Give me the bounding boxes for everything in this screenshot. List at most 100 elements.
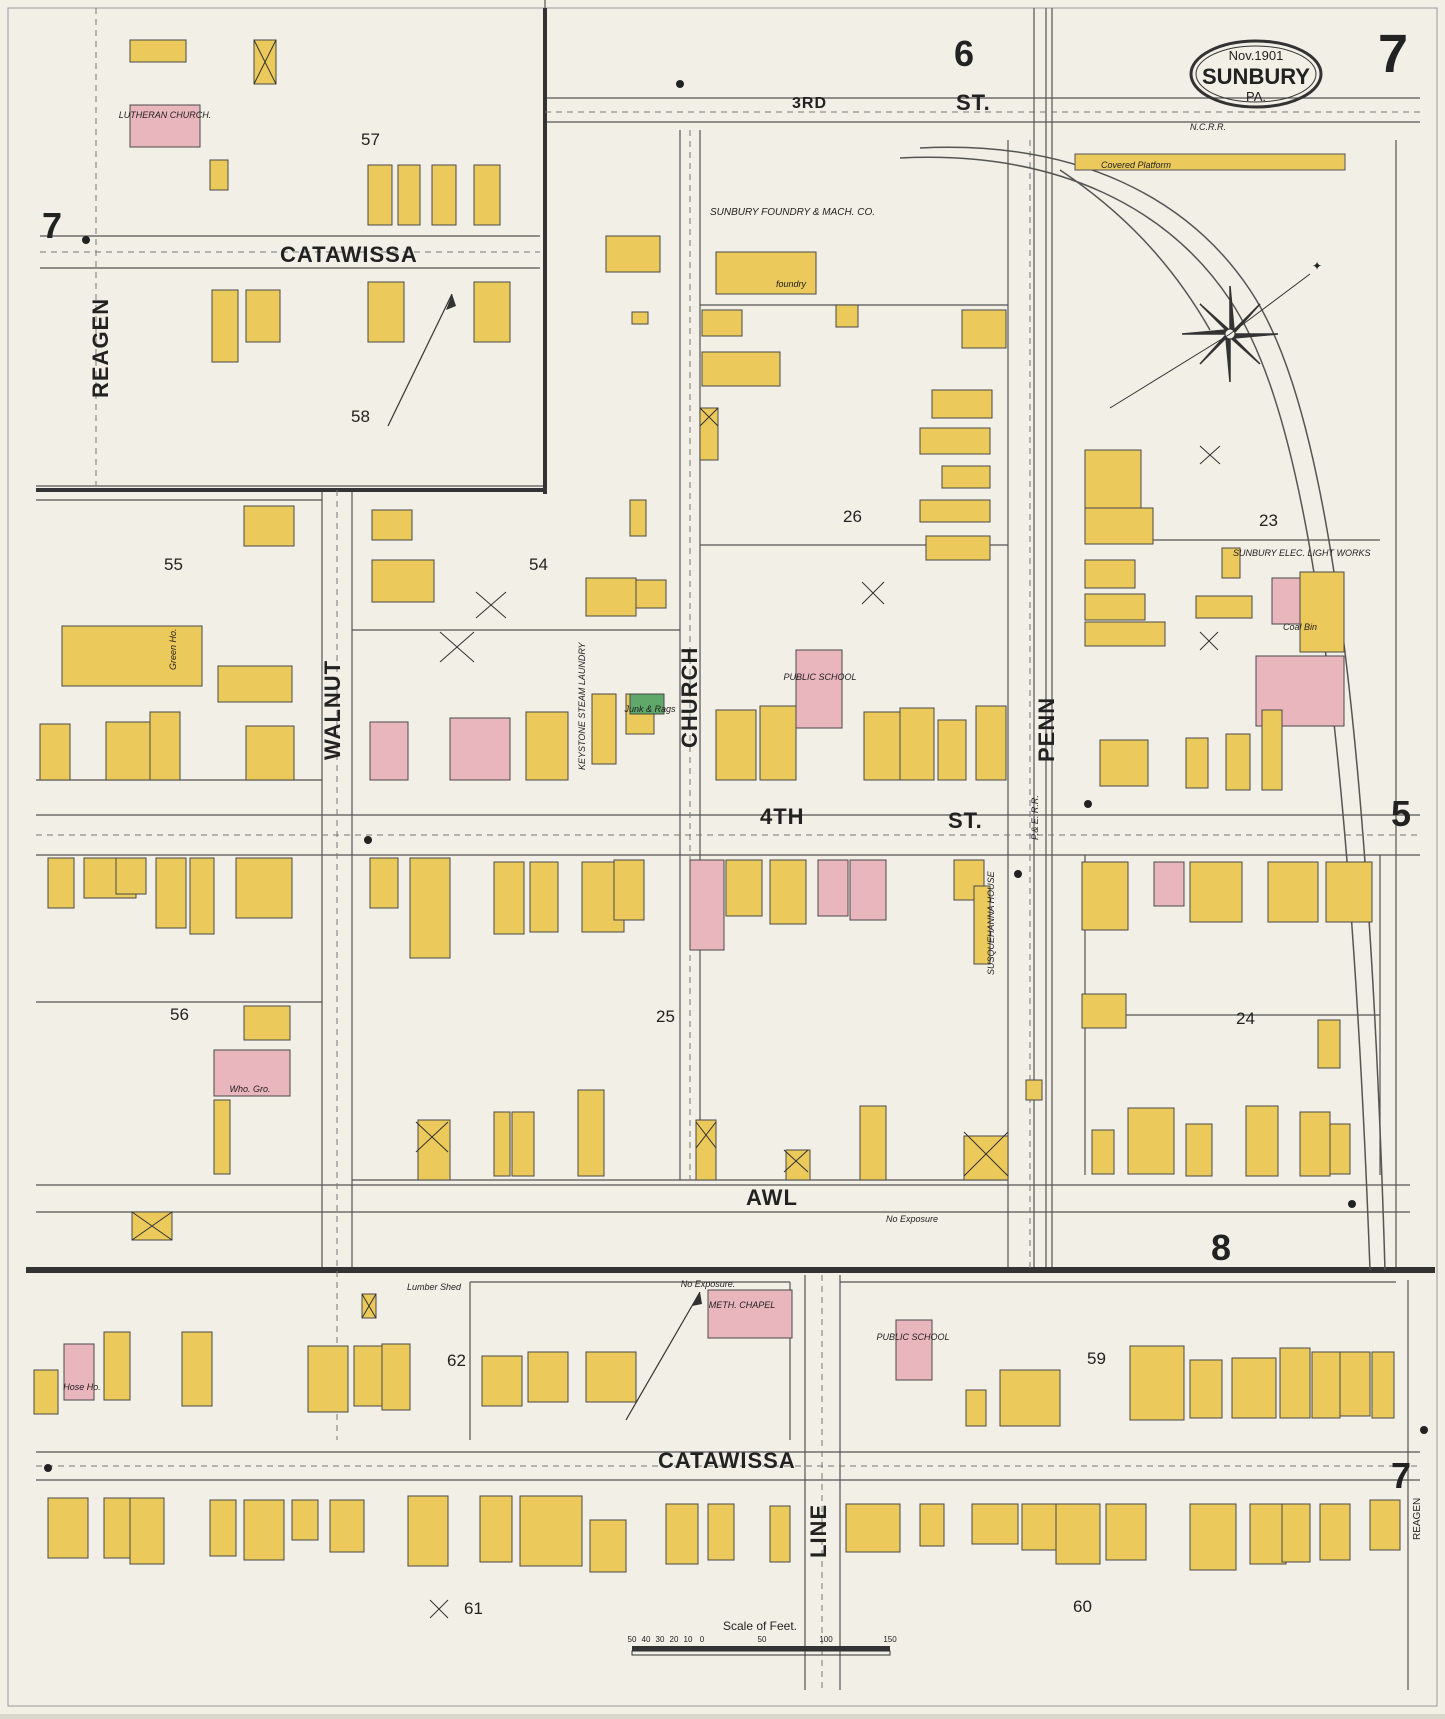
building-footprint bbox=[397, 164, 421, 226]
building-footprint bbox=[1325, 861, 1373, 923]
building-footprint bbox=[931, 389, 993, 419]
label-no-exposure: No Exposure bbox=[886, 1214, 938, 1224]
building-footprint bbox=[1025, 1079, 1043, 1101]
building-footprint bbox=[1099, 739, 1149, 787]
shed-x-mark bbox=[475, 591, 507, 619]
building-footprint bbox=[925, 535, 991, 561]
block-number: 24 bbox=[1236, 1009, 1255, 1028]
building-footprint bbox=[63, 1343, 95, 1401]
title-cartouche: Nov.1901 SUNBURY PA. bbox=[1189, 39, 1323, 109]
building-footprint bbox=[715, 709, 757, 781]
building-footprint bbox=[999, 1369, 1061, 1427]
building-footprint bbox=[1245, 1105, 1279, 1177]
shed-x-mark bbox=[1199, 631, 1219, 651]
street-label-reagen-small: REAGEN bbox=[1412, 1498, 1423, 1540]
building-footprint bbox=[243, 1005, 291, 1041]
building-footprint bbox=[431, 164, 457, 226]
building-footprint bbox=[371, 509, 413, 541]
building-footprint bbox=[329, 1499, 365, 1553]
building-footprint bbox=[479, 1495, 513, 1563]
building-footprint bbox=[1084, 449, 1142, 511]
label-lumber-shed: Lumber Shed bbox=[407, 1282, 462, 1292]
street-label-reagen: REAGEN bbox=[88, 298, 113, 398]
scale-tick-label: 50 bbox=[758, 1635, 767, 1644]
block-number: 62 bbox=[447, 1351, 466, 1370]
building-footprint bbox=[115, 857, 147, 895]
building-footprint bbox=[1281, 1503, 1311, 1563]
building-footprint bbox=[769, 859, 807, 925]
building-footprint bbox=[511, 1111, 535, 1177]
label-steam-laundry: KEYSTONE STEAM LAUNDRY bbox=[577, 641, 587, 770]
street-label-4th-st: ST. bbox=[948, 808, 983, 833]
street-label-3rd-st: ST. bbox=[956, 90, 991, 115]
building-footprint bbox=[211, 289, 239, 363]
label-covered-platform: Covered Platform bbox=[1101, 160, 1172, 170]
building-footprint bbox=[629, 499, 647, 537]
building-footprint bbox=[353, 1345, 387, 1407]
building-footprint bbox=[525, 711, 569, 781]
building-footprint bbox=[1279, 1347, 1311, 1419]
street-label-catawissa-lower: CATAWISSA bbox=[658, 1448, 796, 1473]
shed-x-mark bbox=[699, 407, 719, 427]
scale-tick-label: 10 bbox=[684, 1635, 693, 1644]
scale-tick-label: 0 bbox=[700, 1635, 705, 1644]
north-arrow-icon bbox=[446, 294, 456, 310]
shed-x-mark bbox=[695, 1121, 717, 1149]
sheet-border bbox=[7, 7, 1438, 1707]
building-footprint bbox=[1299, 571, 1345, 653]
building-footprint bbox=[381, 1343, 411, 1411]
block-number: 54 bbox=[529, 555, 548, 574]
building-footprint bbox=[863, 711, 901, 781]
building-footprint bbox=[47, 1497, 89, 1559]
building-footprint bbox=[631, 311, 649, 325]
railroad-track bbox=[919, 146, 1386, 1271]
label-pe-rr: P.& E. R.R. bbox=[1030, 795, 1040, 840]
building-footprint bbox=[795, 649, 843, 729]
building-footprint bbox=[1311, 1351, 1341, 1419]
map-date: Nov.1901 bbox=[1229, 48, 1284, 63]
building-footprint bbox=[1185, 737, 1209, 789]
building-footprint bbox=[213, 1099, 231, 1175]
hydrant-dot bbox=[1014, 870, 1022, 878]
building-footprint bbox=[1249, 1503, 1287, 1565]
block-number: 60 bbox=[1073, 1597, 1092, 1616]
shed-x-mark bbox=[429, 1599, 449, 1619]
building-footprint bbox=[103, 1331, 131, 1401]
street-lines bbox=[7, 0, 1438, 1707]
building-footprint bbox=[1221, 547, 1241, 579]
building-footprint bbox=[1369, 1499, 1401, 1551]
street-label-catawissa-upper: CATAWISSA bbox=[280, 242, 418, 267]
buildings-layer bbox=[33, 39, 1401, 1573]
building-footprint bbox=[189, 857, 215, 935]
building-footprint bbox=[493, 861, 525, 935]
building-footprint bbox=[1195, 595, 1253, 619]
label-lutheran-church: LUTHERAN CHURCH. bbox=[119, 110, 212, 120]
building-footprint bbox=[209, 159, 229, 191]
building-footprint bbox=[1339, 1351, 1371, 1417]
building-footprint bbox=[689, 859, 725, 951]
block-number: 26 bbox=[843, 507, 862, 526]
scale-title: Scale of Feet. bbox=[723, 1619, 797, 1633]
building-footprint bbox=[243, 1499, 285, 1561]
adjoining-sheet-north: 6 bbox=[954, 33, 974, 74]
building-footprint bbox=[941, 465, 991, 489]
building-footprint bbox=[181, 1331, 213, 1407]
building-footprint bbox=[493, 1111, 511, 1177]
building-footprint bbox=[1081, 861, 1129, 931]
block-number: 59 bbox=[1087, 1349, 1106, 1368]
label-ncrr: N.C.R.R. bbox=[1190, 122, 1226, 132]
compass-rose-icon: ✦ bbox=[1109, 259, 1322, 409]
scale-tick-label: 30 bbox=[656, 1635, 665, 1644]
building-footprint bbox=[129, 1497, 165, 1565]
building-footprint bbox=[849, 859, 887, 921]
building-footprint bbox=[1329, 1123, 1351, 1175]
building-footprint bbox=[963, 1135, 1009, 1181]
street-label-line: LINE bbox=[806, 1504, 831, 1558]
scale-tick-label: 50 bbox=[628, 1635, 637, 1644]
building-footprint bbox=[1319, 1503, 1351, 1561]
map-state: PA. bbox=[1246, 89, 1266, 104]
shed-x-mark bbox=[783, 1149, 809, 1173]
building-footprint bbox=[243, 505, 295, 547]
